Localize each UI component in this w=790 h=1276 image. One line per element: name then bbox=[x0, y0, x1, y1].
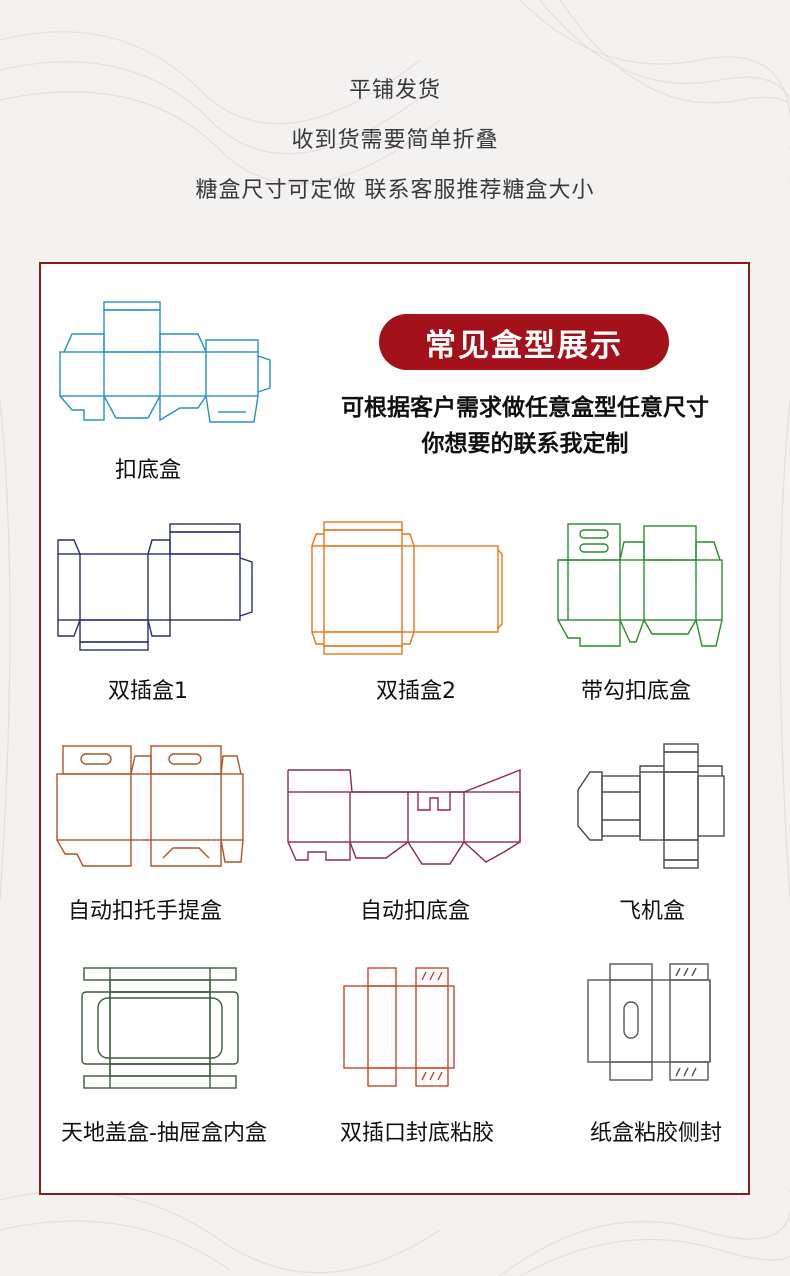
hanger-snap-bottom-box-dieline-icon bbox=[557, 523, 723, 647]
box-types-panel bbox=[39, 262, 750, 1195]
handle-auto-bottom-box-dieline-icon bbox=[56, 745, 244, 867]
intro-line-2: 收到货需要简单折叠 bbox=[291, 128, 499, 153]
box-label-lid-drawer-inner: 天地盖盒-抽屉盒内盒 bbox=[61, 1121, 267, 1146]
intro-line-3: 糖盒尺寸可定做 联系客服推荐糖盒大小 bbox=[195, 178, 595, 203]
intro-line-1: 平铺发货 bbox=[348, 78, 441, 103]
lid-drawer-inner-box-dieline-icon bbox=[81, 967, 239, 1089]
side-glued-box-dieline-icon bbox=[587, 963, 711, 1081]
tuck-glued-bottom-box-dieline-icon bbox=[343, 967, 455, 1087]
box-label-double-tuck-2: 双插盒2 bbox=[376, 679, 456, 704]
description-line-1: 可根据客户需求做任意盒型任意尺寸 bbox=[341, 395, 709, 421]
box-label-auto-lock-bottom: 自动扣底盒 bbox=[359, 899, 470, 924]
double-tuck-box-dieline-icon bbox=[311, 521, 503, 655]
auto-lock-bottom-box-dieline-icon bbox=[287, 768, 521, 865]
box-label-mailer: 飞机盒 bbox=[618, 899, 685, 924]
box-label-hanger-snap-bottom: 带勾扣底盒 bbox=[580, 679, 691, 704]
box-label-handle-auto-bottom: 自动扣托手提盒 bbox=[67, 899, 222, 924]
double-tuck-box-dieline-icon bbox=[57, 523, 253, 651]
description-line-2: 你想要的联系我定制 bbox=[421, 431, 629, 457]
mailer-box-dieline-icon bbox=[577, 743, 725, 869]
box-label-snap-lock-bottom: 扣底盒 bbox=[114, 458, 181, 483]
box-label-side-glued: 纸盒粘胶侧封 bbox=[589, 1121, 722, 1146]
box-label-double-tuck-1: 双插盒1 bbox=[108, 679, 188, 704]
snap-lock-bottom-box-dieline-icon bbox=[59, 301, 271, 423]
box-label-tuck-glued-bottom: 双插口封底粘胶 bbox=[339, 1121, 494, 1146]
section-heading-badge: 常见盒型展示 bbox=[379, 314, 669, 370]
